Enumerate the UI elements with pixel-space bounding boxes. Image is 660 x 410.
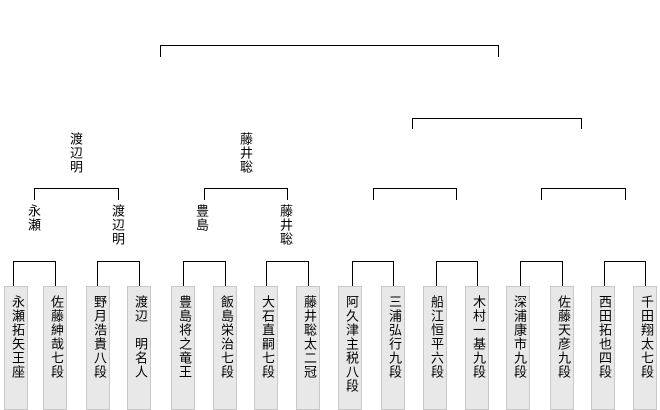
bracket-line-34 bbox=[541, 188, 626, 189]
player-7: 大石直嗣七段 bbox=[254, 286, 278, 410]
player-14: 佐藤天彦九段 bbox=[550, 286, 574, 410]
bracket-line-17 bbox=[436, 261, 437, 287]
bracket-line-9 bbox=[225, 261, 226, 287]
bracket-line-14 bbox=[352, 261, 353, 287]
bracket-line-21 bbox=[562, 261, 563, 287]
bracket-line-23 bbox=[604, 261, 605, 287]
player-5: 豊島将之竜王 bbox=[171, 286, 195, 410]
round1-winner-2: 渡辺明 bbox=[109, 204, 124, 246]
bracket-line-37 bbox=[412, 118, 582, 119]
bracket-line-19 bbox=[520, 261, 563, 262]
bracket-line-25 bbox=[34, 188, 119, 189]
bracket-line-30 bbox=[287, 188, 288, 200]
bracket-line-4 bbox=[97, 261, 140, 262]
bracket-line-11 bbox=[266, 261, 267, 287]
bracket-line-12 bbox=[308, 261, 309, 287]
bracket-line-5 bbox=[97, 261, 98, 287]
player-6: 飯島栄治七段 bbox=[213, 286, 237, 410]
bracket-line-26 bbox=[34, 188, 35, 200]
bracket-line-6 bbox=[139, 261, 140, 287]
bracket-line-1 bbox=[13, 261, 56, 262]
bracket-line-41 bbox=[160, 45, 161, 57]
bracket-line-24 bbox=[645, 261, 646, 287]
bracket-line-3 bbox=[55, 261, 56, 287]
player-9: 阿久津主税八段 bbox=[338, 286, 362, 410]
round1-winner-1: 永瀬 bbox=[25, 204, 40, 232]
bracket-line-20 bbox=[520, 261, 521, 287]
bracket-line-35 bbox=[541, 188, 542, 200]
bracket-line-32 bbox=[373, 188, 374, 200]
bracket-line-33 bbox=[456, 188, 457, 200]
player-3: 野月浩貴八段 bbox=[86, 286, 110, 410]
player-10: 三浦弘行九段 bbox=[381, 286, 405, 410]
player-8: 藤井聡太二冠 bbox=[296, 286, 320, 410]
player-1: 永瀬拓矢王座 bbox=[4, 286, 28, 410]
bracket-line-18 bbox=[477, 261, 478, 287]
round2-winner-2: 藤井聡 bbox=[237, 132, 252, 174]
bracket-line-22 bbox=[604, 261, 646, 262]
bracket-line-38 bbox=[412, 118, 413, 129]
player-16: 千田翔太七段 bbox=[633, 286, 657, 410]
player-11: 船江恒平六段 bbox=[423, 286, 447, 410]
bracket-line-36 bbox=[625, 188, 626, 200]
bracket-line-2 bbox=[13, 261, 14, 287]
bracket-line-29 bbox=[204, 188, 205, 200]
bracket-line-15 bbox=[393, 261, 394, 287]
bracket-line-16 bbox=[436, 261, 478, 262]
round2-winner-1: 渡辺明 bbox=[67, 132, 82, 174]
bracket-line-10 bbox=[266, 261, 309, 262]
bracket-line-13 bbox=[352, 261, 394, 262]
bracket-line-28 bbox=[204, 188, 288, 189]
bracket-line-31 bbox=[373, 188, 457, 189]
round1-winner-4: 藤井聡 bbox=[277, 204, 292, 246]
player-12: 木村一基九段 bbox=[465, 286, 489, 410]
player-13: 深浦康市九段 bbox=[506, 286, 530, 410]
bracket-line-27 bbox=[118, 188, 119, 200]
player-15: 西田拓也四段 bbox=[591, 286, 615, 410]
bracket-line-8 bbox=[183, 261, 184, 287]
round1-winner-3: 豊島 bbox=[193, 204, 208, 232]
bracket-line-7 bbox=[183, 261, 226, 262]
player-4: 渡辺 明名人 bbox=[127, 286, 151, 410]
bracket-line-40 bbox=[160, 45, 499, 46]
bracket-line-39 bbox=[581, 118, 582, 129]
player-2: 佐藤紳哉七段 bbox=[43, 286, 67, 410]
bracket-line-42 bbox=[498, 45, 499, 57]
